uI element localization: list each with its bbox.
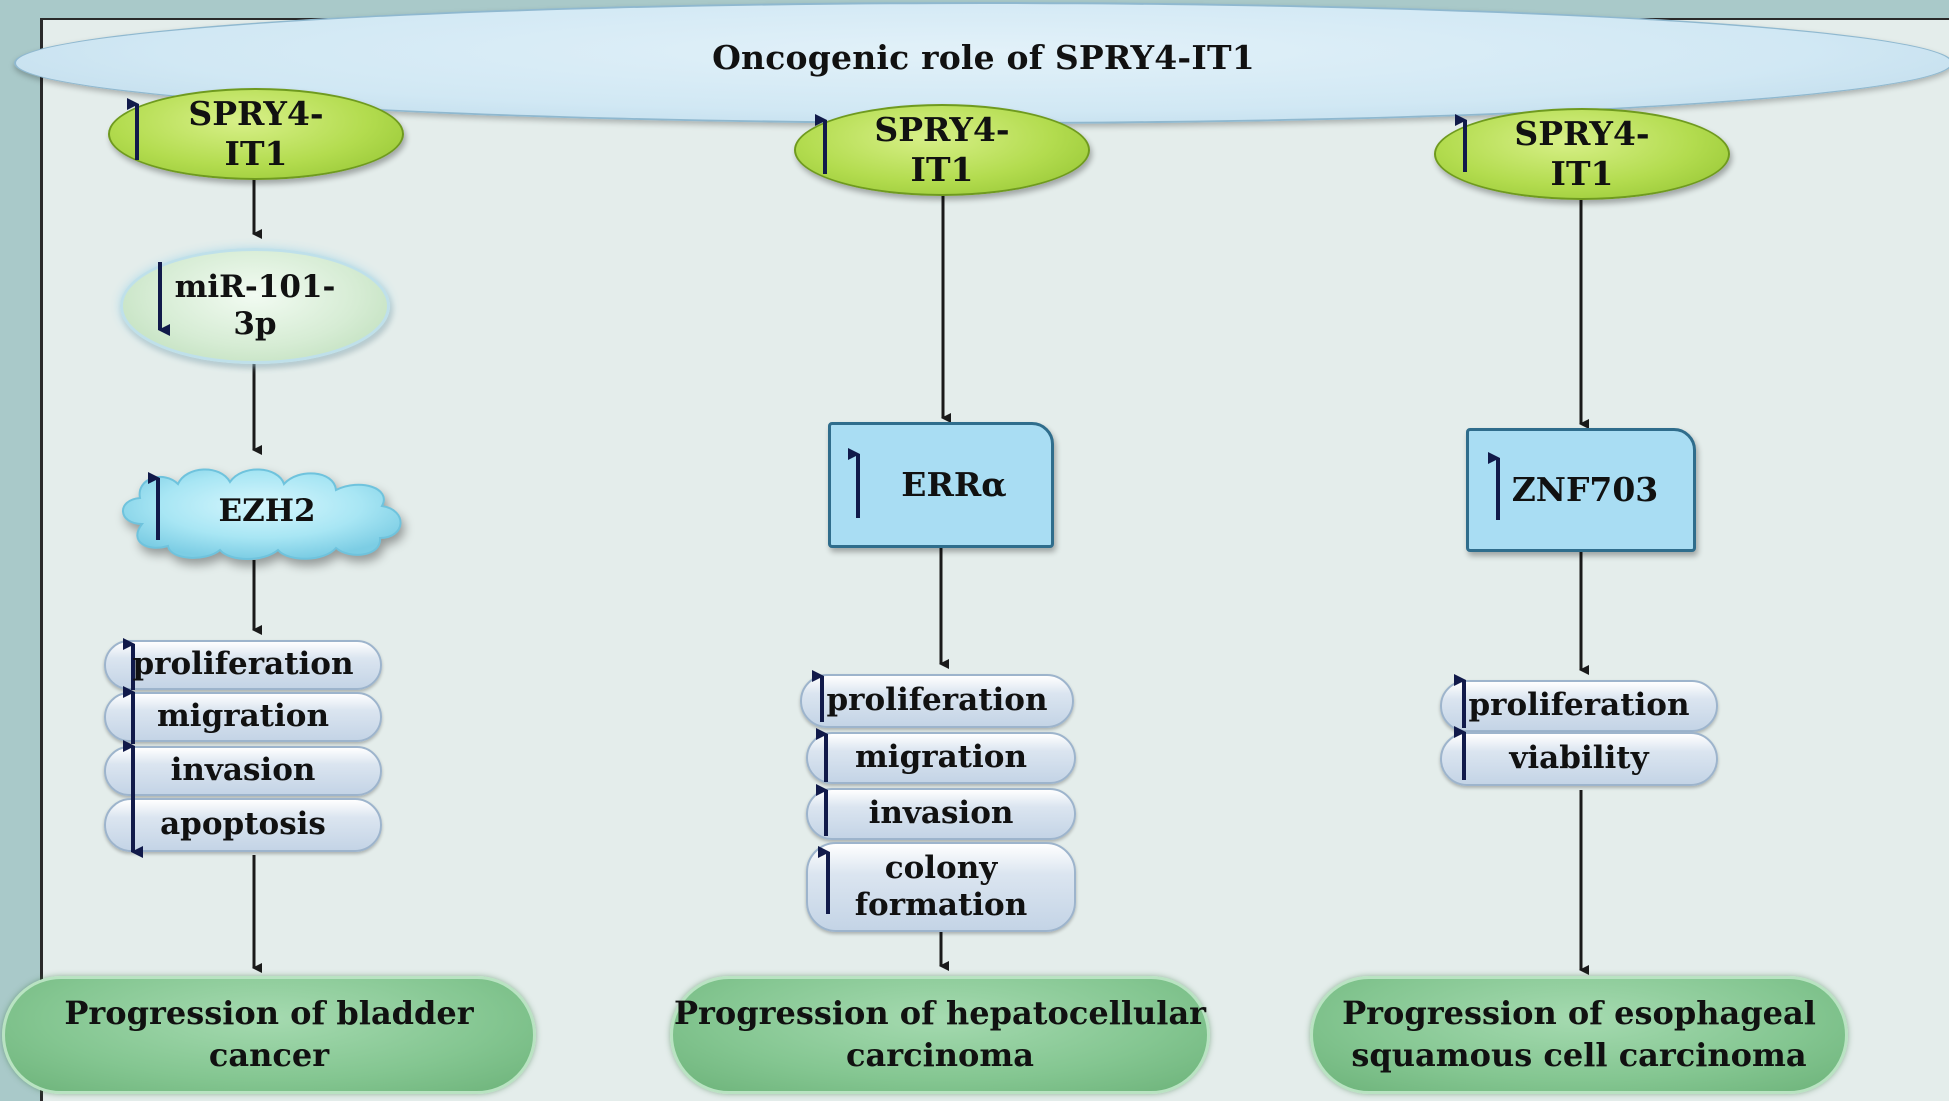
hepatocellular-erra-node: ERRα [828, 422, 1054, 548]
effect-label: viability [1509, 740, 1649, 777]
effect-label: migration [855, 739, 1027, 776]
effect-label: invasion [868, 795, 1014, 832]
esophageal-outcome-node: Progression of esophageal squamous cell … [1310, 976, 1848, 1094]
hepatocellular-outcome-node: Progression of hepatocellular carcinoma [670, 976, 1210, 1094]
esophageal-znf703-node: ZNF703 [1466, 428, 1696, 552]
esophageal-znf703-label: ZNF703 [1511, 470, 1659, 510]
bladder-effect-migration: migration [104, 692, 382, 742]
bladder-mir-101-3p-node: miR-101- 3p [120, 248, 390, 364]
bladder-ezh2-label: EZH2 [218, 493, 316, 530]
bladder-spry4-it1-node: SPRY4- IT1 [108, 88, 404, 180]
hepatocellular-effect-colony-formation: colony formation [806, 842, 1076, 932]
effect-label: apoptosis [160, 806, 326, 843]
bladder-outcome-label: Progression of bladder cancer [64, 994, 474, 1074]
bladder-spry4-it1-label: SPRY4- IT1 [188, 94, 324, 173]
hepatocellular-spry4-it1-node: SPRY4- IT1 [794, 104, 1090, 196]
effect-label: invasion [170, 752, 316, 789]
hepatocellular-effect-invasion: invasion [806, 788, 1076, 840]
hepatocellular-spry4-it1-label: SPRY4- IT1 [874, 110, 1010, 189]
bladder-effect-proliferation: proliferation [104, 640, 382, 690]
effect-label: migration [157, 698, 329, 735]
bladder-effect-invasion: invasion [104, 746, 382, 796]
cloud-shape [122, 468, 402, 560]
effect-label: proliferation [132, 646, 354, 683]
esophageal-effect-viability: viability [1440, 732, 1718, 786]
bladder-outcome-node: Progression of bladder cancer [2, 976, 536, 1094]
esophageal-outcome-label: Progression of esophageal squamous cell … [1342, 994, 1816, 1074]
bladder-ezh2-node: EZH2 [112, 462, 412, 562]
effect-label: colony formation [854, 849, 1028, 923]
effect-label: proliferation [826, 682, 1048, 719]
effect-label: proliferation [1468, 687, 1690, 724]
diagram-title: Oncogenic role of SPRY4-IT1 [712, 38, 1255, 77]
esophageal-spry4-it1-label: SPRY4- IT1 [1514, 114, 1650, 193]
bladder-mir-101-3p-label: miR-101- 3p [174, 268, 336, 342]
bladder-effect-apoptosis: apoptosis [104, 798, 382, 852]
hepatocellular-erra-label: ERRα [901, 465, 1007, 505]
esophageal-effect-proliferation: proliferation [1440, 680, 1718, 732]
esophageal-spry4-it1-node: SPRY4- IT1 [1434, 108, 1730, 200]
hepatocellular-connectors [939, 194, 951, 971]
hepatocellular-effect-proliferation: proliferation [800, 674, 1074, 728]
hepatocellular-effect-migration: migration [806, 732, 1076, 784]
hepatocellular-outcome-label: Progression of hepatocellular carcinoma [673, 994, 1207, 1074]
